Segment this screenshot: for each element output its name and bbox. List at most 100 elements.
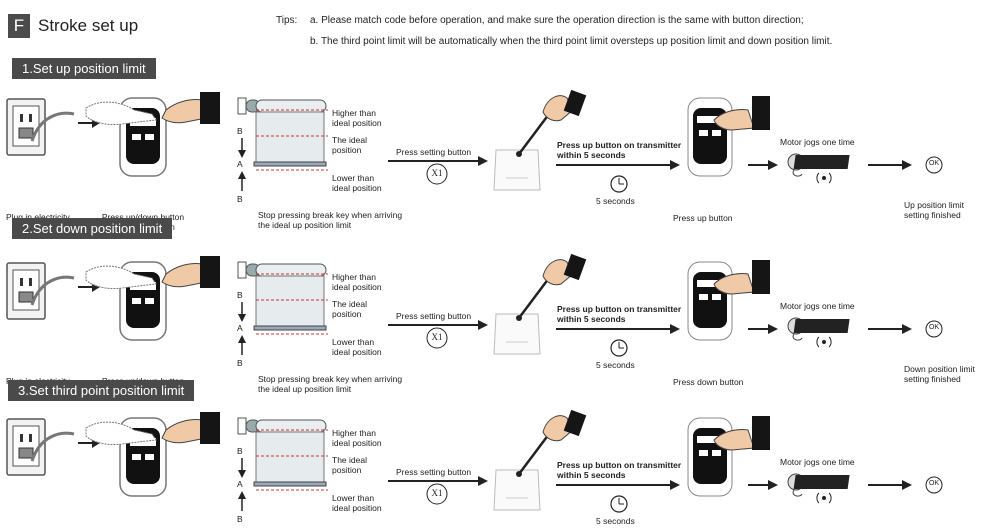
arrow-up-icon	[238, 335, 246, 355]
arrow-long-right-icon	[556, 324, 680, 334]
axis-b-label-bottom: B	[237, 358, 243, 368]
ideal-label: The ideal position	[332, 135, 367, 155]
lower-label: Lower than ideal position	[332, 493, 382, 513]
ideal-line-1: The ideal	[332, 299, 367, 309]
arrow-right-icon	[748, 480, 778, 490]
ideal-label: The ideal position	[332, 299, 367, 319]
roller-blind-icon	[237, 261, 328, 335]
ideal-line-2: position	[332, 309, 362, 319]
higher-line-2: ideal position	[332, 438, 382, 448]
x1-text: X1	[431, 168, 443, 178]
x1-circle-icon	[426, 327, 448, 349]
ok-text: OK	[928, 324, 940, 331]
transmitter-label: Press up button on transmitter within 5 …	[557, 460, 681, 480]
tips-prefix: Tips:	[276, 15, 298, 26]
transmitter-line-2: within 5 seconds	[557, 150, 626, 160]
finished-line-1: Up position limit	[904, 200, 964, 210]
arrow-right-icon	[868, 480, 912, 490]
x1-text: X1	[431, 332, 443, 342]
setting-button-label: Press setting button	[396, 467, 472, 477]
higher-label: Higher than ideal position	[332, 108, 382, 128]
higher-line-1: Higher than	[332, 272, 376, 282]
pointing-hand-icon	[713, 416, 770, 451]
setting-button-label: Press setting button	[396, 311, 472, 321]
lower-line-1: Lower than	[332, 173, 375, 183]
ok-circle-icon	[925, 156, 943, 174]
arrow-down-icon	[238, 138, 246, 158]
x1-circle-icon	[426, 163, 448, 185]
pointing-hand-icon	[85, 256, 220, 289]
higher-label: Higher than ideal position	[332, 428, 382, 448]
sound-icon	[816, 492, 832, 504]
arrow-long-right-icon	[388, 476, 488, 486]
tubular-motor-icon	[787, 317, 850, 341]
stop-pressing-line-1: Stop pressing break key when arriving	[258, 374, 403, 384]
higher-line-1: Higher than	[332, 108, 376, 118]
lower-label: Lower than ideal position	[332, 337, 382, 357]
axis-a-label: A	[237, 323, 243, 333]
step-title-bar: 1.Set up position limit	[12, 58, 156, 79]
tip-a: a. Please match code before operation, a…	[310, 15, 804, 26]
page-title: Stroke set up	[38, 16, 139, 35]
arrow-up-icon	[238, 171, 246, 191]
higher-line-2: ideal position	[332, 282, 382, 292]
step-title-bar: 3.Set third point position limit	[8, 380, 195, 401]
pointing-hand-icon	[713, 260, 770, 295]
press-adjust-line-1: Press up/down button	[101, 212, 185, 222]
finished-line-2: setting finished	[904, 210, 961, 220]
arrow-right-icon	[748, 324, 778, 334]
arrow-long-right-icon	[556, 160, 680, 170]
sound-icon	[816, 336, 832, 348]
axis-b-label-bottom: B	[237, 194, 243, 204]
arrow-long-right-icon	[556, 480, 680, 490]
pen-hand-icon	[516, 89, 587, 157]
ok-circle-icon	[925, 320, 943, 338]
step-row-3: 3.Set third point position limit	[0, 376, 1000, 531]
axis-b-label-top: B	[237, 290, 243, 300]
roller-blind-icon	[237, 97, 328, 171]
axis-b-label-top: B	[237, 446, 243, 456]
arrow-up-icon	[238, 491, 246, 511]
plug-in-label: Plug in electricity	[6, 212, 70, 222]
stop-pressing-line-2: the ideal up position limit	[258, 220, 352, 230]
lower-line-1: Lower than	[332, 337, 375, 347]
arrow-down-icon	[238, 458, 246, 478]
tip-b: b. The third point limit will be automat…	[310, 36, 833, 47]
motor-jogs-label: Motor jogs one time	[780, 137, 855, 147]
lower-line-2: ideal position	[332, 503, 382, 513]
stop-pressing-label: Stop pressing break key when arriving th…	[258, 210, 402, 230]
transmitter-label: Press up button on transmitter within 5 …	[557, 304, 681, 324]
finished-line-1: Down position limit	[904, 364, 975, 374]
wall-socket-icon	[6, 262, 46, 320]
ok-text: OK	[928, 160, 940, 167]
higher-label: Higher than ideal position	[332, 272, 382, 292]
transmitter-line-2: within 5 seconds	[557, 314, 626, 324]
sound-icon	[816, 172, 832, 184]
higher-line-2: ideal position	[332, 118, 382, 128]
wall-socket-icon	[6, 98, 46, 156]
seconds-label: 5 seconds	[596, 516, 635, 526]
pointing-hand-icon	[713, 96, 770, 131]
seconds-label: 5 seconds	[596, 196, 635, 206]
stop-pressing-label: Stop pressing break key when arriving th…	[258, 374, 402, 394]
lower-line-1: Lower than	[332, 493, 375, 503]
ideal-label: The ideal position	[332, 455, 367, 475]
axis-b-label-bottom: B	[237, 514, 243, 524]
tubular-motor-icon	[787, 153, 850, 177]
receiver-box-icon	[493, 149, 541, 191]
roller-blind-icon	[237, 417, 328, 491]
ideal-line-2: position	[332, 465, 362, 475]
section-letter-badge: F	[8, 14, 30, 38]
arrow-long-right-icon	[388, 156, 488, 166]
power-cable-icon	[30, 111, 75, 142]
power-cable-icon	[30, 431, 75, 462]
finished-label: Up position limit setting finished	[904, 200, 964, 220]
transmitter-line-2: within 5 seconds	[557, 470, 626, 480]
lower-line-2: ideal position	[332, 347, 382, 357]
press-direction-label: Press up button	[673, 213, 733, 223]
wall-socket-icon	[6, 418, 46, 476]
power-cable-icon	[30, 275, 75, 306]
motor-jogs-label: Motor jogs one time	[780, 301, 855, 311]
arrow-long-right-icon	[388, 320, 488, 330]
setting-button-label: Press setting button	[396, 147, 472, 157]
